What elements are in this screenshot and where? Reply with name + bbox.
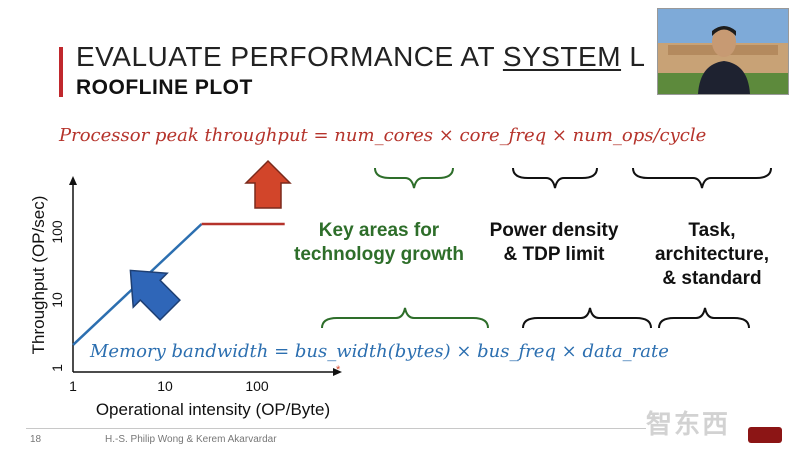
power-line-2: & TDP limit: [503, 244, 605, 265]
marker-asterisk: *: [336, 364, 341, 376]
peak-throughput-equation: Processor peak throughput = num_cores × …: [59, 125, 707, 146]
x-axis-title: Operational intensity (OP/Byte): [96, 400, 330, 419]
brace-ops-cycle: [632, 167, 772, 189]
blue-diagonal-arrow: [129, 269, 181, 321]
power-density-label: Power density & TDP limit: [474, 219, 634, 267]
y-tick-label-10: 10: [49, 292, 65, 308]
brace-data-rate: [658, 307, 750, 329]
memory-bandwidth-equation: Memory bandwidth = bus_width(bytes) × bu…: [90, 341, 669, 362]
watermark-text: 智东西: [646, 409, 731, 439]
brace-cores-green: [374, 167, 454, 189]
x-axis-arrowhead: [333, 368, 342, 376]
key-areas-line-1: Key areas for: [318, 220, 440, 241]
task-line-2: architecture,: [654, 244, 770, 265]
presenter-video-image: [658, 9, 788, 94]
title-underlined-word: SYSTEM: [502, 41, 622, 72]
y-axis-title: Throughput (OP/sec): [29, 196, 48, 355]
brace-core-freq: [512, 167, 598, 189]
footer-divider: [26, 428, 646, 429]
title-part1: EVALUATE PERFORMANCE AT: [76, 41, 503, 72]
red-up-arrow: [244, 159, 292, 209]
task-line-3: & standard: [662, 268, 762, 289]
key-areas-line-2: technology growth: [294, 244, 464, 265]
title-part2: L: [621, 41, 646, 72]
power-line-1: Power density: [489, 220, 619, 241]
brace-bus-width-green: [321, 307, 489, 329]
slide-subtitle: ROOFLINE PLOT: [76, 76, 253, 99]
brace-bus-freq: [522, 307, 652, 329]
y-tick-label-100: 100: [49, 220, 65, 244]
key-areas-label: Key areas for technology growth: [270, 219, 488, 267]
page-number: 18: [30, 434, 42, 445]
slide-title: EVALUATE PERFORMANCE AT SYSTEM L: [76, 41, 645, 73]
y-tick-label-1: 1: [49, 364, 65, 372]
task-line-1: Task,: [688, 220, 736, 241]
x-tick-label-100: 100: [245, 378, 269, 394]
x-tick-label-10: 10: [157, 378, 173, 394]
title-accent-bar: [59, 47, 63, 97]
stanford-logo: [748, 427, 782, 443]
y-axis-arrowhead: [69, 176, 77, 185]
presenter-video-thumbnail: [657, 8, 789, 95]
task-label: Task, architecture, & standard: [637, 219, 787, 291]
footer-authors: H.-S. Philip Wong & Kerem Akarvardar: [105, 434, 277, 445]
x-tick-label-1: 1: [69, 378, 77, 394]
